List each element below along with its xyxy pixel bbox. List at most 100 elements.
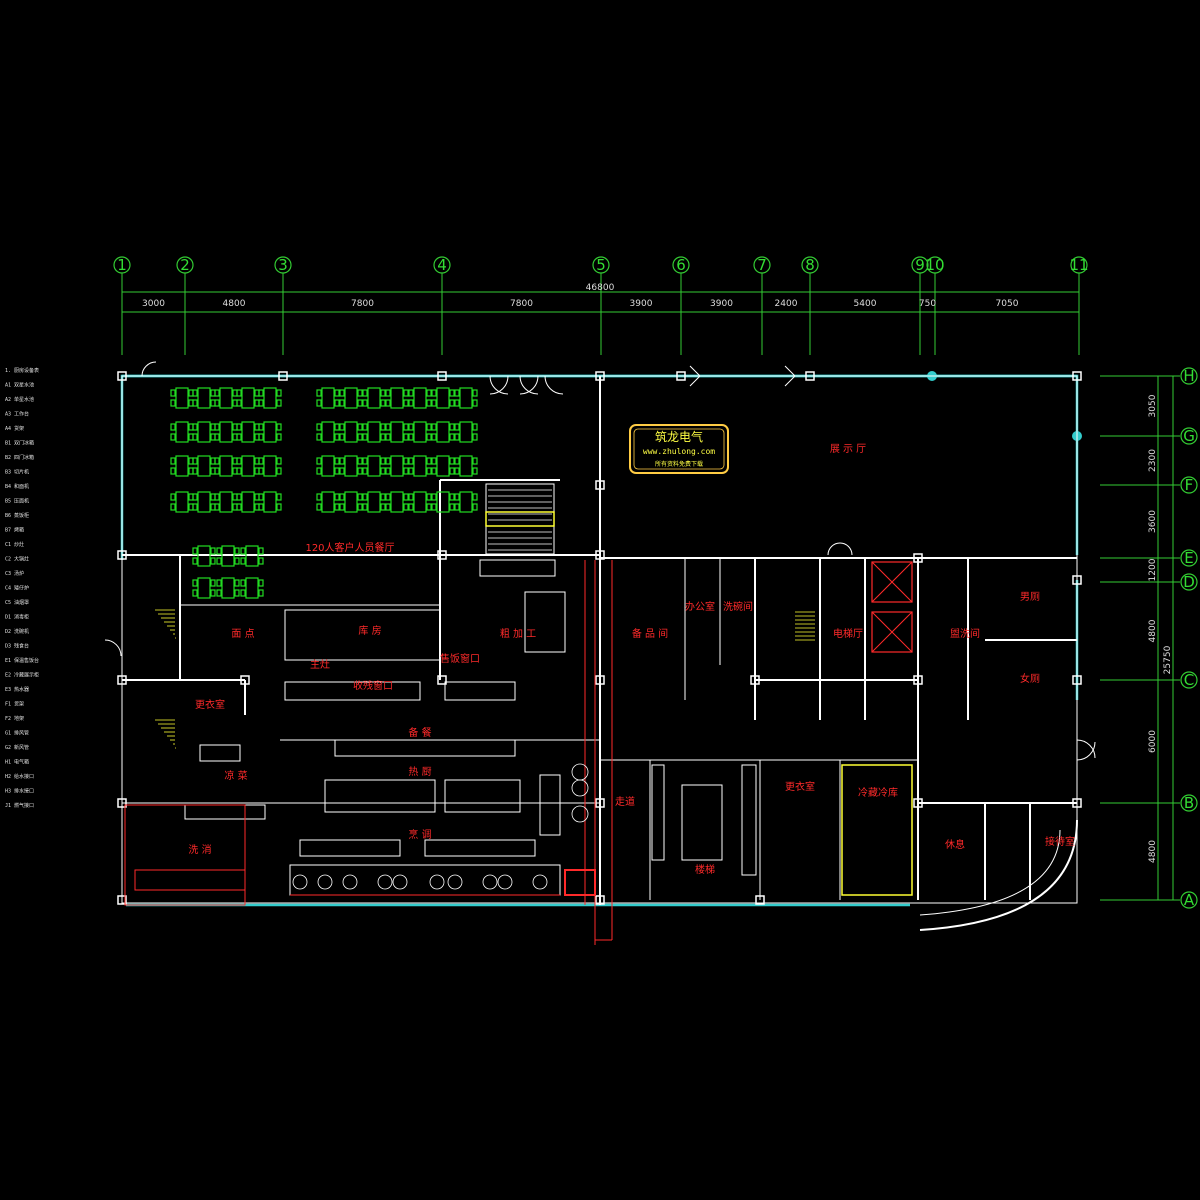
axis-label: 8 bbox=[805, 256, 815, 274]
stove-burner bbox=[447, 874, 463, 890]
right-span-dim: 1200 bbox=[1148, 558, 1158, 581]
watermark-note: 所有资料免费下载 bbox=[655, 460, 703, 468]
top-span-dim: 750 bbox=[919, 299, 936, 309]
dining-table bbox=[362, 491, 386, 513]
legend-row: E2 冷藏展示柜 bbox=[5, 672, 39, 679]
axis-marker-9: 9 bbox=[911, 256, 929, 355]
dining-table bbox=[339, 455, 363, 477]
right-total-dim: 25750 bbox=[1163, 645, 1173, 674]
dining-table bbox=[316, 491, 340, 513]
dining-table bbox=[170, 455, 194, 477]
label-storage: 库 房 bbox=[358, 624, 381, 637]
axis-label: A bbox=[1184, 891, 1195, 909]
axis-label: 1 bbox=[117, 256, 127, 274]
axis-label: 3 bbox=[278, 256, 288, 274]
label-staff2: 更衣室 bbox=[785, 780, 815, 793]
legend-row: A4 货架 bbox=[5, 425, 24, 432]
dining-table bbox=[170, 491, 194, 513]
axis-marker-5: 5 bbox=[592, 256, 610, 355]
axis-label: 11 bbox=[1069, 256, 1088, 274]
dining-tables bbox=[170, 387, 478, 599]
label-cold-storage: 冷藏冷库 bbox=[858, 786, 898, 799]
label-serving: 备 餐 bbox=[408, 726, 431, 739]
walls bbox=[121, 375, 1078, 931]
legend-row: 1. 厨房设备表 bbox=[5, 367, 39, 374]
dining-table bbox=[258, 455, 282, 477]
doors bbox=[104, 361, 1096, 761]
legend-row: F2 地架 bbox=[5, 715, 24, 722]
legend-row: H3 排水接口 bbox=[5, 788, 34, 795]
stove-burner bbox=[317, 874, 333, 890]
top-span-dim: 3900 bbox=[630, 299, 653, 309]
stove-burner bbox=[532, 874, 548, 890]
axis-marker-D: D bbox=[1100, 573, 1198, 591]
stove-burner bbox=[482, 874, 498, 890]
legend-row: C5 油烟罩 bbox=[5, 599, 29, 606]
axis-marker-6: 6 bbox=[672, 256, 690, 355]
watermark-stamp: 筑龙电气 www.zhulong.com 所有资料免费下载 bbox=[629, 424, 729, 474]
label-cooking: 烹 调 bbox=[408, 828, 431, 841]
dining-table bbox=[258, 421, 282, 443]
label-lobby: 展 示 厅 bbox=[830, 443, 866, 455]
dining-table bbox=[316, 455, 340, 477]
right-span-dim: 3600 bbox=[1148, 510, 1158, 533]
label-hot-kitchen: 热 厨 bbox=[408, 765, 431, 778]
legend-row: B7 烤箱 bbox=[5, 527, 24, 534]
axis-label: 7 bbox=[757, 256, 767, 274]
exterior-glazing bbox=[120, 371, 1082, 907]
legend-row: C1 炒灶 bbox=[5, 541, 24, 548]
label-rough-process: 粗 加 工 bbox=[500, 628, 536, 640]
dining-table bbox=[385, 387, 409, 409]
label-washing-area: 洗碗间 bbox=[723, 600, 753, 613]
dining-table bbox=[385, 491, 409, 513]
label-pantry: 备 品 间 bbox=[632, 627, 668, 640]
legend-row: B3 切片机 bbox=[5, 469, 29, 476]
dining-table bbox=[236, 421, 260, 443]
axis-marker-10: 10 bbox=[925, 256, 945, 355]
stove-burner bbox=[571, 805, 589, 823]
axis-marker-B: B bbox=[1100, 794, 1198, 812]
dining-table bbox=[192, 387, 216, 409]
left-stair bbox=[155, 609, 815, 749]
axis-label: C bbox=[1184, 671, 1194, 689]
axis-label: E bbox=[1184, 549, 1193, 567]
right-span-dim: 2300 bbox=[1148, 449, 1158, 472]
structural-columns bbox=[117, 371, 1082, 905]
axis-label: D bbox=[1183, 573, 1195, 591]
dining-table bbox=[316, 421, 340, 443]
dining-table bbox=[258, 387, 282, 409]
label-dish-wash: 洗 消 bbox=[188, 843, 211, 856]
dining-table bbox=[216, 545, 240, 567]
axis-label: B bbox=[1184, 794, 1194, 812]
legend-row: G2 新风管 bbox=[5, 744, 29, 751]
stove-burner bbox=[292, 874, 308, 890]
dining-table bbox=[454, 387, 478, 409]
label-reception: 接待室 bbox=[1045, 835, 1075, 848]
legend-row: E3 热水器 bbox=[5, 686, 29, 693]
legend-row: D2 洗碗机 bbox=[5, 628, 29, 635]
top-span-dim: 3900 bbox=[710, 299, 733, 309]
kitchen-equipment bbox=[184, 559, 757, 896]
dining-table bbox=[170, 421, 194, 443]
legend-row: B6 蒸饭柜 bbox=[5, 512, 29, 519]
axis-label: 2 bbox=[180, 256, 190, 274]
dining-table bbox=[339, 491, 363, 513]
axis-label: F bbox=[1185, 476, 1194, 494]
dining-table bbox=[454, 491, 478, 513]
dining-table bbox=[214, 421, 238, 443]
dining-table bbox=[214, 387, 238, 409]
axis-marker-11: 11 bbox=[1069, 256, 1089, 355]
stove-burner bbox=[342, 874, 358, 890]
label-dining-hall: 120人客户人员餐厅 bbox=[305, 541, 394, 554]
legend-row: C3 汤炉 bbox=[5, 570, 24, 577]
right-span-dim: 6000 bbox=[1148, 730, 1158, 753]
top-span-dim: 2400 bbox=[775, 299, 798, 309]
watermark-url: www.zhulong.com bbox=[643, 447, 715, 456]
label-staff: 更衣室 bbox=[195, 698, 225, 711]
dining-table bbox=[240, 577, 264, 599]
axis-marker-F: F bbox=[1100, 476, 1198, 494]
